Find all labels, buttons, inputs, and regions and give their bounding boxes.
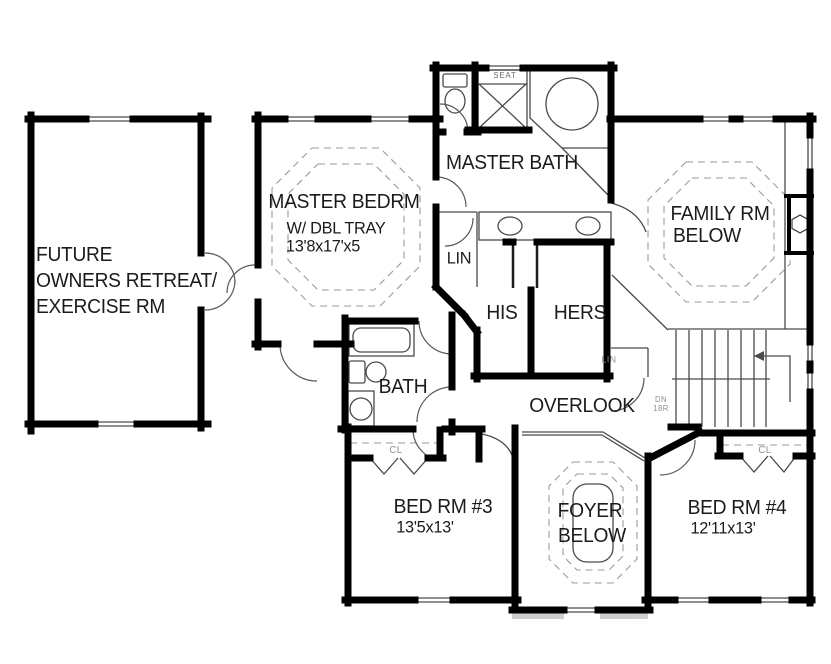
bifold-doors: [369, 455, 797, 475]
label-stairs-risers: 18R: [653, 404, 669, 413]
label-master-bedroom: MASTER BEDRM: [268, 191, 420, 213]
label-hall-bath: BATH: [378, 376, 428, 398]
sink: [347, 390, 375, 427]
label-bedroom3-closet: CL: [389, 445, 403, 456]
label-linen-closet: LIN: [446, 248, 472, 268]
label-hers-closet: HERS: [553, 302, 607, 324]
linen-closet-edges: [436, 211, 649, 377]
overlook-railing: [481, 431, 646, 463]
toilet: [348, 360, 387, 384]
label-bedroom3-dims: 13'5x13': [396, 517, 454, 537]
label-his-closet: HIS: [486, 302, 518, 324]
foyer-detail: [572, 483, 614, 563]
double-vanity: [478, 211, 612, 241]
closet-entry-jambs: [511, 244, 539, 288]
label-master-bedroom-feature: W/ DBL TRAY: [286, 218, 386, 238]
garden-tub: [529, 70, 611, 197]
future-room-line3: EXERCISE RM: [36, 296, 166, 318]
label-master-bedroom-dims: 13'8x17'x5: [285, 236, 361, 256]
label-overlook: OVERLOOK: [529, 395, 635, 417]
fixtures-and-thin-lines: [86, 65, 813, 613]
label-master-bath: MASTER BATH: [446, 152, 578, 174]
future-room-line1: FUTURE: [36, 244, 113, 266]
label-bedroom4: BED RM #4: [687, 497, 787, 519]
dashed-ceiling-details: [271, 147, 808, 584]
label-bedroom4-dims: 12'11x13': [690, 518, 756, 538]
label-bedroom3: BED RM #3: [393, 496, 493, 518]
label-foyer-line1: FOYER: [557, 500, 623, 522]
label-foyer-line2: BELOW: [558, 525, 626, 547]
label-family-room-line2: BELOW: [673, 225, 741, 247]
staircase: [668, 328, 808, 427]
fireplace-insert: [791, 214, 809, 234]
window-lines: [86, 65, 813, 613]
door-swings: [204, 103, 696, 476]
label-future-room: FUTURE OWNERS RETREAT/ EXERCISE RM: [36, 242, 217, 320]
label-shower-seat: SEAT: [493, 71, 517, 80]
entry-sills: [512, 613, 648, 619]
bathtub: [348, 323, 415, 357]
label-bedroom4-closet: CL: [758, 445, 772, 456]
future-room-line2: OWNERS RETREAT/: [36, 270, 217, 292]
floor-opening-edge: [610, 122, 786, 331]
label-hall-linen: LIN: [601, 354, 617, 365]
label-stairs-dn: DN: [654, 395, 668, 404]
walls: [24, 61, 817, 614]
toilet: [442, 73, 468, 114]
label-family-room-line1: FAMILY RM: [670, 203, 770, 225]
